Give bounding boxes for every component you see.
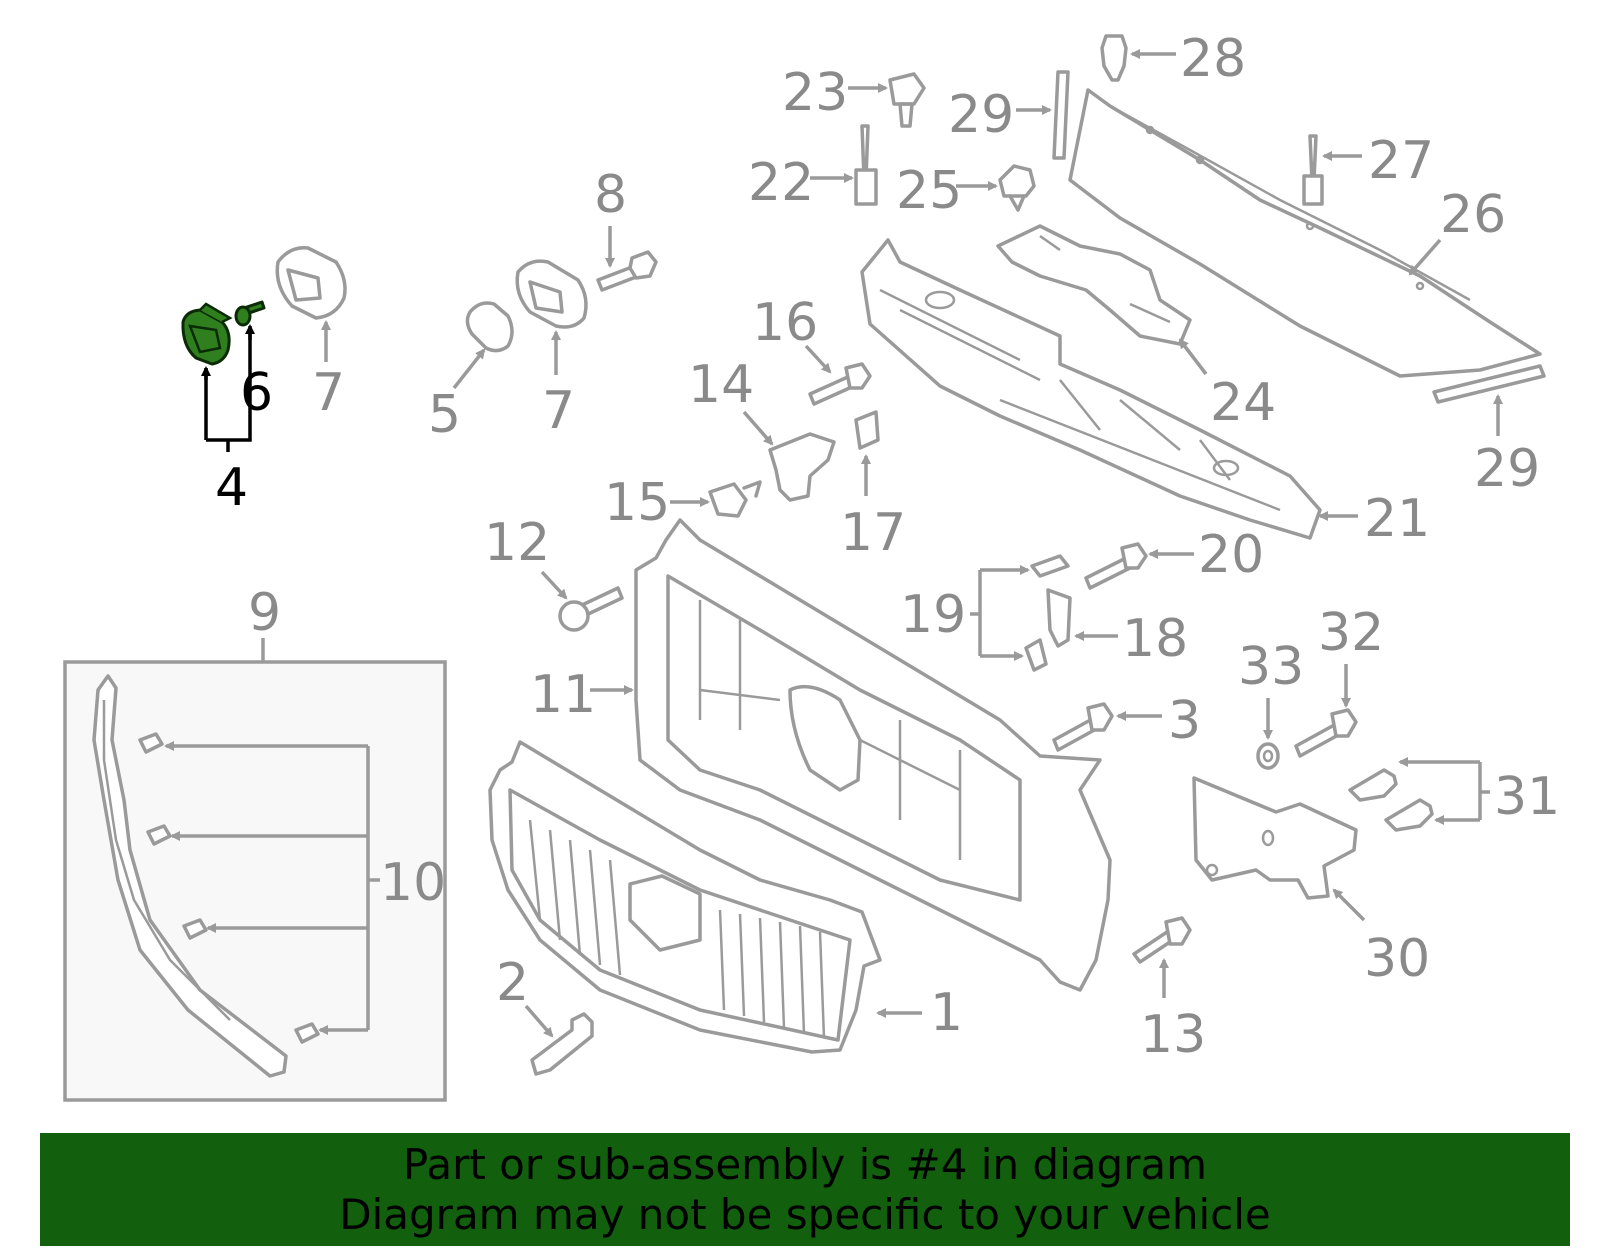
part-21-shield[interactable] bbox=[860, 238, 1322, 540]
callout-22: 22 bbox=[748, 153, 814, 213]
callout-29a: 29 bbox=[948, 85, 1014, 145]
part-12-bolt[interactable] bbox=[558, 586, 624, 632]
callout-5: 5 bbox=[428, 385, 461, 445]
part-6-screw[interactable] bbox=[234, 300, 266, 327]
callout-12: 12 bbox=[484, 513, 550, 573]
callout-26: 26 bbox=[1440, 185, 1506, 245]
banner-line-2: Diagram may not be specific to your vehi… bbox=[339, 1189, 1271, 1239]
info-banner: Part or sub-assembly is #4 in diagram Di… bbox=[40, 1133, 1570, 1246]
callout-10: 10 bbox=[380, 853, 446, 913]
part-27-pin[interactable] bbox=[1302, 134, 1324, 206]
callout-7a: 7 bbox=[312, 363, 345, 423]
callout-30: 30 bbox=[1364, 929, 1430, 989]
callout-29b: 29 bbox=[1474, 439, 1540, 499]
callout-33: 33 bbox=[1238, 637, 1304, 697]
callout-21: 21 bbox=[1364, 489, 1430, 549]
callout-28: 28 bbox=[1180, 29, 1246, 89]
part-29-strip-upper[interactable] bbox=[1052, 70, 1070, 160]
callout-20: 20 bbox=[1198, 525, 1264, 585]
part-19-clips[interactable] bbox=[1024, 554, 1070, 672]
callout-14: 14 bbox=[688, 355, 754, 415]
callout-11: 11 bbox=[530, 665, 596, 725]
callout-32: 32 bbox=[1318, 603, 1384, 663]
part-8-bolt[interactable] bbox=[596, 250, 658, 292]
part-22-pin[interactable] bbox=[854, 124, 878, 206]
part-7-left[interactable] bbox=[275, 246, 347, 320]
part-5-ring[interactable] bbox=[465, 301, 514, 353]
part-18-bracket[interactable] bbox=[1046, 588, 1072, 648]
part-31-clips[interactable] bbox=[1348, 768, 1434, 832]
part-13-bolt[interactable] bbox=[1132, 916, 1192, 964]
callout-15: 15 bbox=[604, 473, 670, 533]
callout-23: 23 bbox=[782, 63, 848, 123]
part-14-bracket[interactable] bbox=[768, 432, 836, 502]
callout-17: 17 bbox=[840, 503, 906, 563]
callout-31: 31 bbox=[1494, 767, 1560, 827]
part-15-clip[interactable] bbox=[708, 480, 762, 518]
callout-24: 24 bbox=[1210, 373, 1276, 433]
part-29-strip-lower[interactable] bbox=[1432, 364, 1546, 404]
callout-18: 18 bbox=[1122, 609, 1188, 669]
part-20-bolt[interactable] bbox=[1084, 542, 1148, 590]
part-1-grille[interactable] bbox=[488, 740, 882, 1054]
callout-4: 4 bbox=[215, 458, 248, 518]
callout-19: 19 bbox=[900, 585, 966, 645]
callout-3: 3 bbox=[1168, 691, 1201, 751]
callout-6: 6 bbox=[240, 363, 273, 423]
callout-1: 1 bbox=[930, 983, 963, 1043]
part-28-clip[interactable] bbox=[1100, 34, 1128, 82]
part-3-bolt[interactable] bbox=[1052, 702, 1114, 752]
callout-7b: 7 bbox=[542, 381, 575, 441]
part-11-reinforcement[interactable] bbox=[634, 518, 1112, 992]
part-32-bolt[interactable] bbox=[1294, 708, 1358, 758]
part-9-molding[interactable] bbox=[92, 674, 288, 1078]
part-33-washer[interactable] bbox=[1256, 742, 1280, 770]
callout-9: 9 bbox=[248, 583, 281, 643]
part-4-emblem[interactable] bbox=[181, 302, 233, 366]
callout-13: 13 bbox=[1140, 1005, 1206, 1065]
callout-2: 2 bbox=[496, 953, 529, 1013]
part-2-bracket[interactable] bbox=[530, 1012, 594, 1076]
callout-25: 25 bbox=[896, 161, 962, 221]
part-23-bolt[interactable] bbox=[888, 72, 926, 128]
part-17-clip[interactable] bbox=[854, 410, 880, 450]
part-7-middle[interactable] bbox=[515, 259, 588, 329]
part-30-bracket[interactable] bbox=[1192, 776, 1358, 900]
banner-line-1: Part or sub-assembly is #4 in diagram bbox=[402, 1139, 1208, 1189]
callout-27: 27 bbox=[1368, 131, 1434, 191]
callout-8: 8 bbox=[594, 165, 627, 225]
part-24-shield[interactable] bbox=[996, 224, 1192, 346]
callout-16: 16 bbox=[752, 293, 818, 353]
part-16-bolt[interactable] bbox=[808, 362, 872, 406]
part-25-clip[interactable] bbox=[998, 164, 1036, 212]
